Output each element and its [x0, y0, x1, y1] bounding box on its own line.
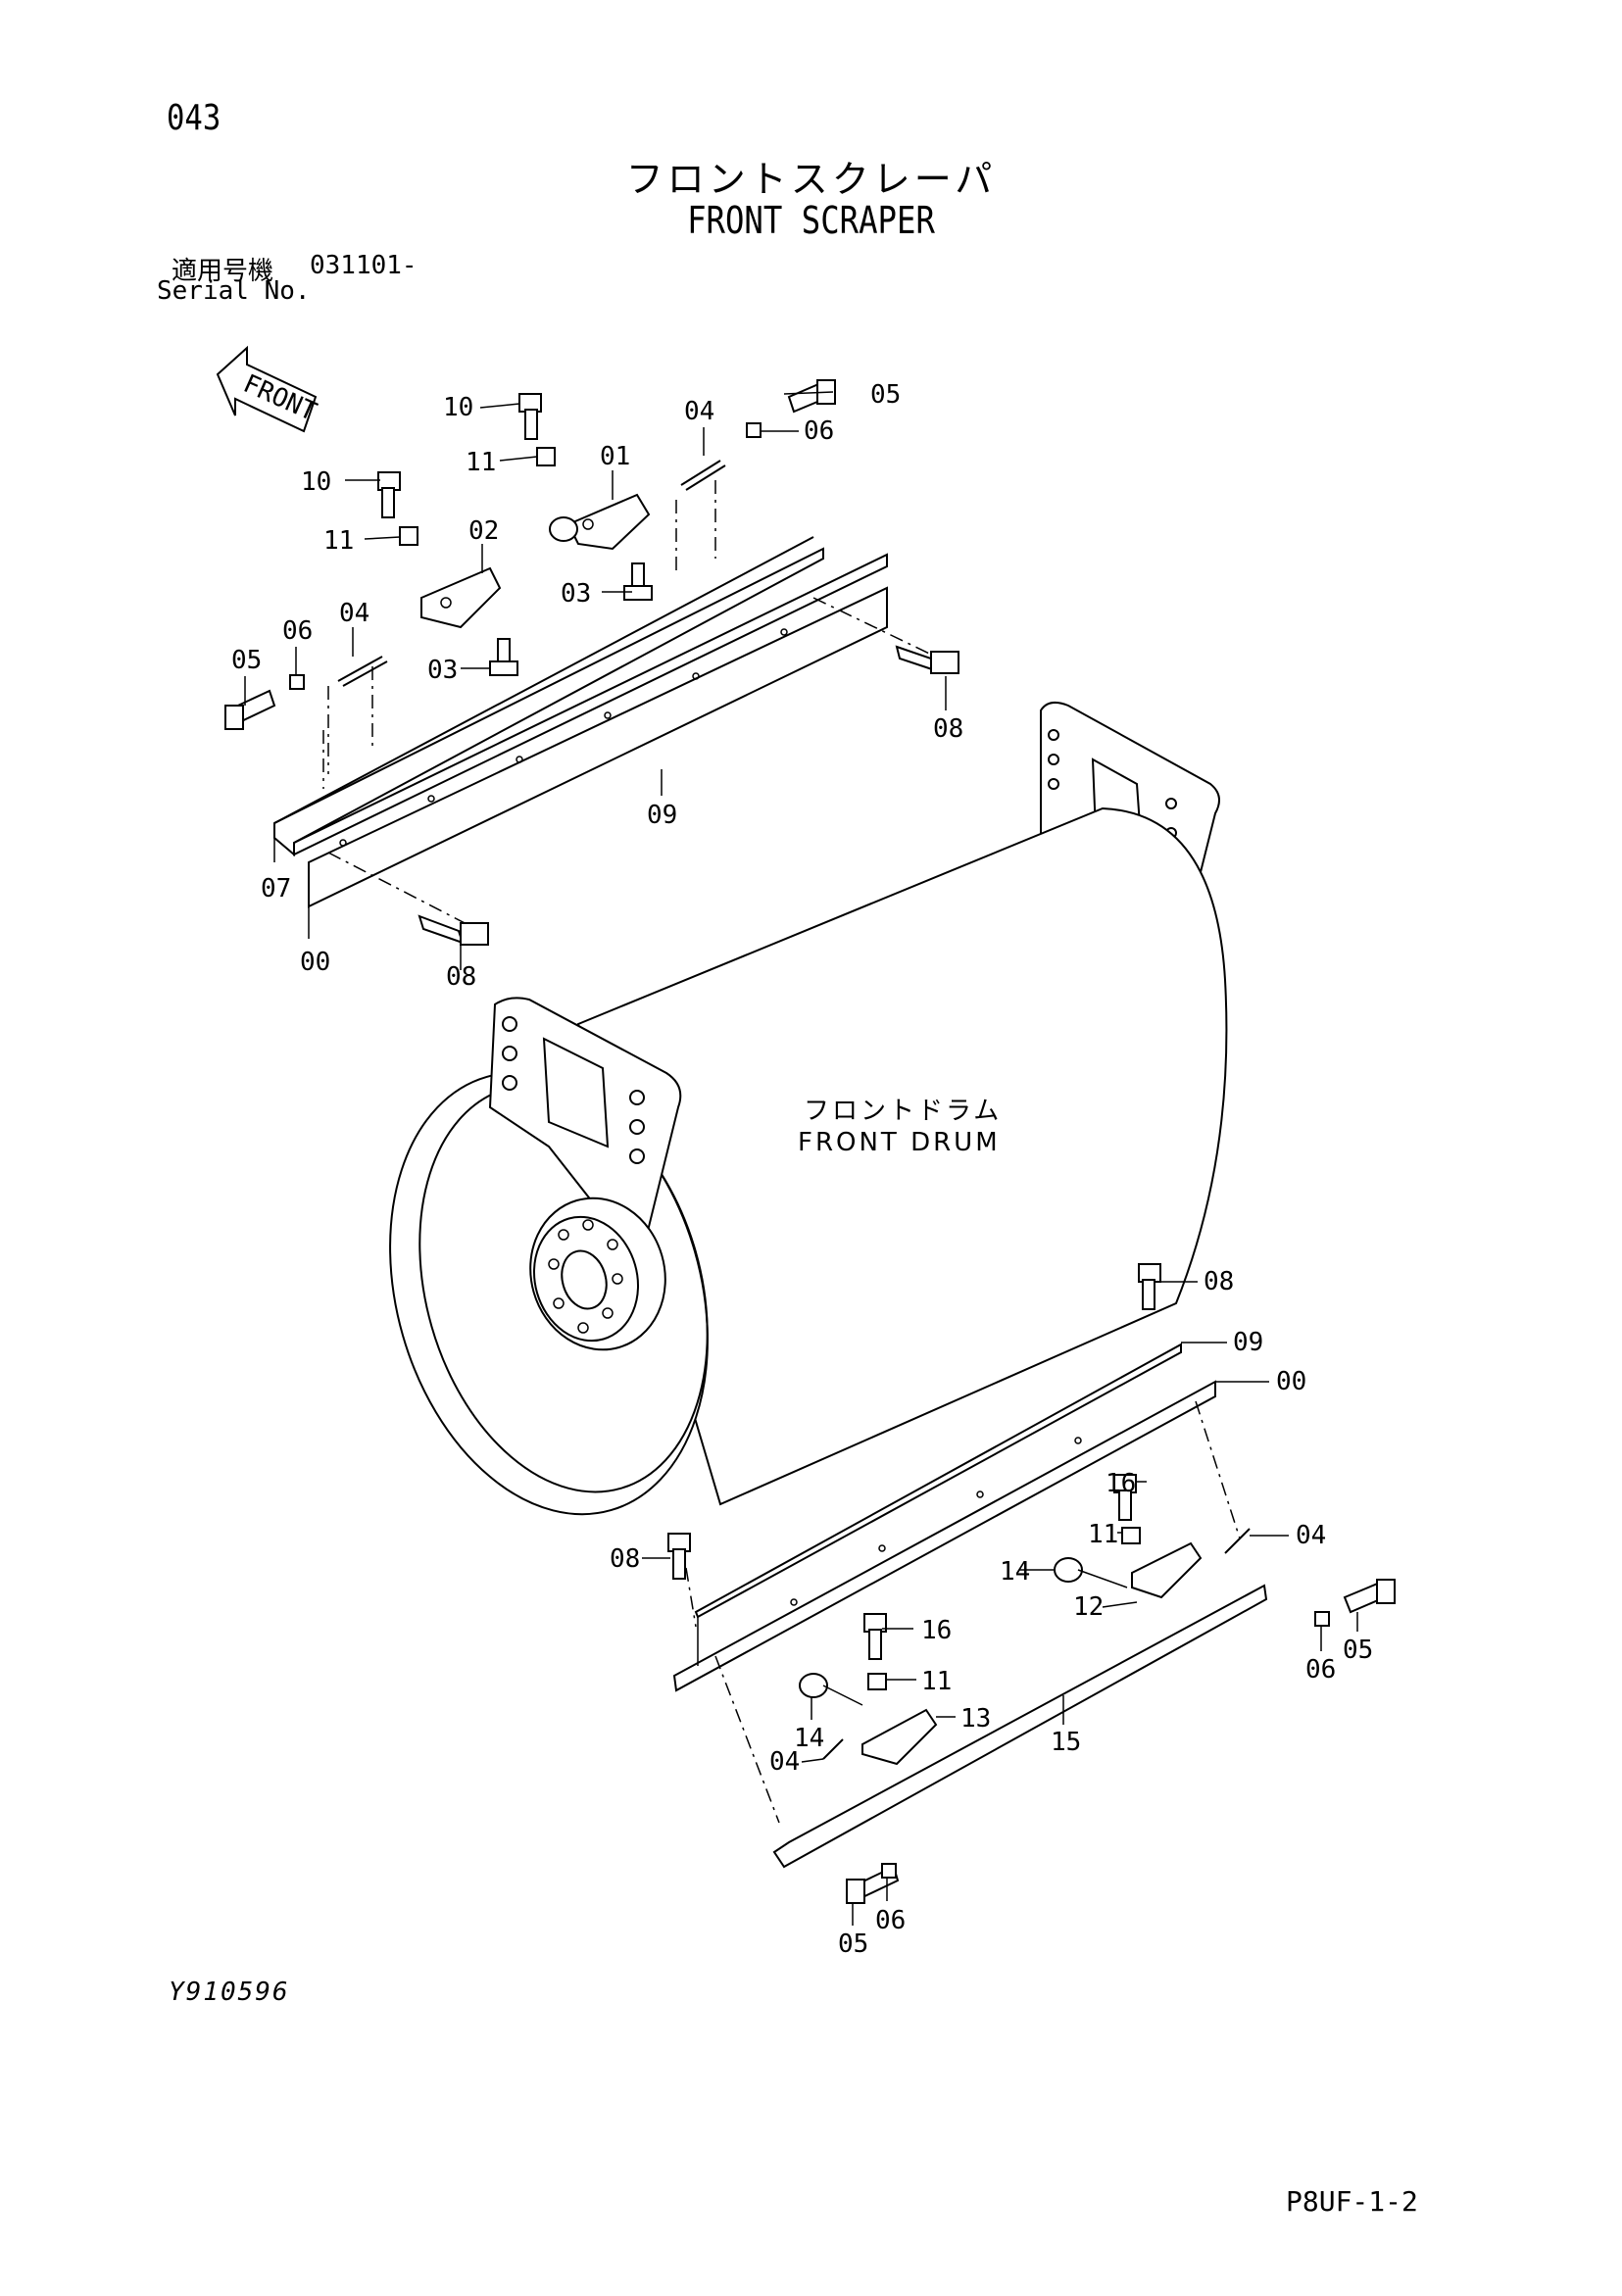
callout-06: 06: [804, 416, 834, 446]
serial-label-english: Serial No.: [157, 276, 311, 306]
callout-15: 15: [1051, 1728, 1081, 1757]
drum-label-japanese: フロントドラム: [804, 1097, 1002, 1126]
callout-01: 01: [600, 442, 630, 471]
callout-00: 00: [300, 948, 330, 977]
callout-06: 06: [875, 1906, 906, 1935]
callout-06: 06: [282, 616, 313, 646]
callout-08: 08: [933, 714, 963, 744]
callout-08: 08: [1204, 1267, 1234, 1296]
upper-scraper-assembly: [224, 379, 959, 946]
serial-value: 031101-: [310, 251, 418, 280]
callout-03: 03: [561, 579, 591, 609]
callout-05: 05: [870, 380, 901, 410]
callout-13: 13: [960, 1704, 991, 1734]
callout-labels: 10 11 05 06 04 01 10 11 02 03 03 04 06 0…: [231, 380, 1373, 1959]
drawing-id: Y910596: [169, 1978, 290, 2007]
page-number: 043: [167, 98, 221, 138]
front-arrow-icon: FRONT: [216, 345, 321, 433]
callout-03: 03: [427, 656, 458, 685]
callout-04: 04: [1296, 1521, 1326, 1550]
callout-00: 00: [1276, 1367, 1306, 1396]
callout-10: 10: [443, 393, 473, 422]
callout-08: 08: [610, 1544, 640, 1574]
callout-05: 05: [838, 1930, 868, 1959]
page-code: P8UF-1-2: [1286, 2185, 1418, 2218]
lower-scraper-assembly: [667, 1263, 1396, 1904]
callout-10: 10: [301, 467, 331, 497]
title-english: FRONT SCRAPER: [687, 199, 935, 242]
callout-05: 05: [231, 646, 262, 675]
serial-label-japanese: 適用号機: [172, 257, 274, 286]
callout-04: 04: [339, 599, 369, 628]
callout-04: 04: [684, 397, 714, 426]
callout-07: 07: [261, 874, 291, 904]
callout-09: 09: [647, 801, 677, 830]
callout-14: 14: [794, 1724, 824, 1753]
callout-11: 11: [466, 448, 496, 477]
drum-label-english: FRONT DRUM: [798, 1128, 1001, 1157]
callout-02: 02: [468, 516, 499, 546]
callout-11: 11: [921, 1667, 952, 1696]
callout-12: 12: [1073, 1592, 1104, 1622]
title-japanese: フロントスクレーパ: [625, 158, 997, 201]
front-drum: [389, 701, 1228, 1516]
callout-11: 11: [323, 526, 354, 556]
callout-09: 09: [1233, 1328, 1263, 1357]
callout-16: 16: [1106, 1469, 1136, 1498]
callout-11: 11: [1088, 1520, 1118, 1549]
callout-14: 14: [1000, 1557, 1030, 1587]
callout-04: 04: [769, 1747, 800, 1777]
callout-06: 06: [1305, 1655, 1336, 1685]
callout-08: 08: [446, 962, 476, 992]
callout-leaders: [244, 391, 1358, 1926]
callout-16: 16: [921, 1616, 952, 1645]
callout-05: 05: [1343, 1636, 1373, 1665]
